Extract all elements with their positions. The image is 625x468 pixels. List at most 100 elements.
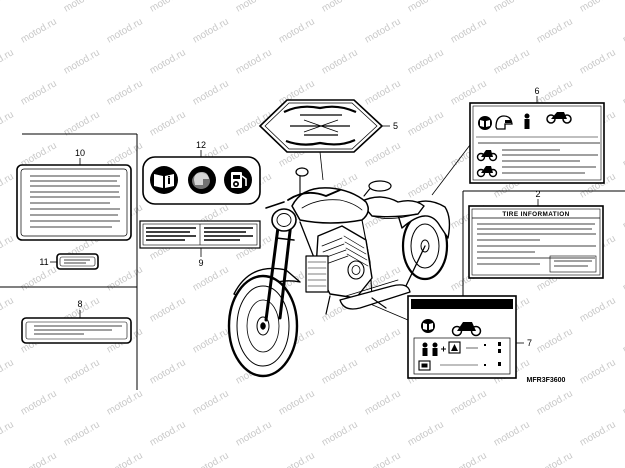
callout-9: 10 bbox=[75, 148, 85, 158]
label-10[interactable] bbox=[139, 220, 261, 249]
watermark-text: motod.ru bbox=[363, 16, 403, 45]
watermark-text: motod.ru bbox=[363, 140, 403, 169]
watermark-text: motod.ru bbox=[449, 450, 489, 468]
watermark-text: motod.ru bbox=[578, 0, 618, 15]
watermark-text: motod.ru bbox=[234, 419, 274, 448]
watermark-text: motod.ru bbox=[320, 419, 360, 448]
callout-8: 8 bbox=[77, 299, 82, 309]
person-icon bbox=[422, 342, 438, 356]
book-info-icon bbox=[421, 319, 435, 333]
motorcycle-drawing bbox=[227, 167, 451, 378]
watermark-text: motod.ru bbox=[578, 357, 618, 386]
motorcycle-icon bbox=[451, 322, 482, 337]
watermark-text: motod.ru bbox=[449, 16, 489, 45]
watermark-text: motod.ru bbox=[191, 16, 231, 45]
helmet-icon bbox=[188, 166, 216, 194]
watermark-text: motod.ru bbox=[621, 78, 625, 107]
watermark-text: motod.ru bbox=[535, 326, 575, 355]
watermark-text: motod.ru bbox=[62, 419, 102, 448]
watermark-text: motod.ru bbox=[0, 0, 16, 15]
watermark-text: motod.ru bbox=[621, 202, 625, 231]
watermark-text: motod.ru bbox=[105, 388, 145, 417]
watermark-text: motod.ru bbox=[578, 47, 618, 76]
watermark-text: motod.ru bbox=[148, 109, 188, 138]
label-7[interactable] bbox=[407, 295, 517, 379]
fuel-pump-icon bbox=[224, 166, 252, 194]
watermark-text: motod.ru bbox=[191, 78, 231, 107]
motorcycle-icon bbox=[476, 150, 498, 178]
watermark-text: motod.ru bbox=[148, 295, 188, 324]
watermark-text: motod.ru bbox=[492, 0, 532, 15]
label-5[interactable] bbox=[258, 99, 384, 153]
motorcycle-icon bbox=[546, 112, 572, 124]
watermark-text: motod.ru bbox=[62, 47, 102, 76]
luggage-icon bbox=[448, 341, 461, 354]
person-icon bbox=[524, 113, 530, 129]
watermark-text: motod.ru bbox=[148, 357, 188, 386]
diagram-code: MFR3F3600 bbox=[527, 377, 566, 384]
watermark-text: motod.ru bbox=[320, 47, 360, 76]
watermark-text: motod.ru bbox=[148, 419, 188, 448]
label-8[interactable] bbox=[21, 317, 132, 344]
callout-12: 12 bbox=[196, 140, 206, 150]
watermark-text: motod.ru bbox=[363, 326, 403, 355]
label-11[interactable] bbox=[56, 253, 99, 270]
watermark-text: motod.ru bbox=[406, 171, 446, 200]
callout-2: 2 bbox=[535, 189, 540, 199]
watermark-text: motod.ru bbox=[105, 450, 145, 468]
watermark-text: motod.ru bbox=[191, 264, 231, 293]
watermark-text: motod.ru bbox=[363, 450, 403, 468]
watermark-text: motod.ru bbox=[621, 140, 625, 169]
watermark-text: motod.ru bbox=[62, 357, 102, 386]
watermark-text: motod.ru bbox=[19, 78, 59, 107]
weight-icon bbox=[484, 342, 501, 366]
watermark-text: motod.ru bbox=[19, 450, 59, 468]
watermark-text: motod.ru bbox=[234, 0, 274, 15]
watermark-text: motod.ru bbox=[148, 0, 188, 15]
watermark-text: motod.ru bbox=[191, 388, 231, 417]
watermark-text: motod.ru bbox=[105, 78, 145, 107]
watermark-text: motod.ru bbox=[234, 47, 274, 76]
watermark-text: motod.ru bbox=[19, 16, 59, 45]
watermark-text: motod.ru bbox=[406, 419, 446, 448]
watermark-text: motod.ru bbox=[578, 419, 618, 448]
watermark-text: motod.ru bbox=[0, 419, 16, 448]
label-2[interactable]: TIRE INFORMATION bbox=[468, 205, 604, 279]
watermark-text: motod.ru bbox=[105, 264, 145, 293]
watermark-text: motod.ru bbox=[191, 450, 231, 468]
bag-icon bbox=[418, 360, 431, 371]
watermark-text: motod.ru bbox=[406, 47, 446, 76]
label-9[interactable] bbox=[16, 164, 132, 241]
watermark-text: motod.ru bbox=[62, 0, 102, 15]
watermark-text: motod.ru bbox=[535, 450, 575, 468]
watermark-text: motod.ru bbox=[0, 357, 16, 386]
watermark-text: motod.ru bbox=[406, 109, 446, 138]
watermark-text: motod.ru bbox=[277, 16, 317, 45]
watermark-text: motod.ru bbox=[277, 388, 317, 417]
watermark-text: motod.ru bbox=[105, 16, 145, 45]
watermark-text: motod.ru bbox=[148, 47, 188, 76]
callout-10: 9 bbox=[198, 258, 203, 268]
watermark-text: motod.ru bbox=[0, 171, 16, 200]
watermark-text: motod.ru bbox=[406, 0, 446, 15]
watermark-text: motod.ru bbox=[449, 388, 489, 417]
watermark-text: motod.ru bbox=[0, 233, 16, 262]
book-info-icon bbox=[150, 166, 178, 194]
frame-lines bbox=[0, 133, 625, 390]
watermark-text: motod.ru bbox=[578, 295, 618, 324]
label-12[interactable] bbox=[142, 156, 261, 205]
book-info-icon bbox=[478, 116, 492, 130]
label-6[interactable] bbox=[469, 102, 605, 184]
watermark-text: motod.ru bbox=[191, 326, 231, 355]
watermark-text: motod.ru bbox=[0, 295, 16, 324]
watermark-text: motod.ru bbox=[621, 264, 625, 293]
watermark-text: motod.ru bbox=[0, 47, 16, 76]
watermark-text: motod.ru bbox=[320, 0, 360, 15]
watermark-text: motod.ru bbox=[621, 326, 625, 355]
watermark-text: motod.ru bbox=[277, 450, 317, 468]
watermark-text: motod.ru bbox=[0, 109, 16, 138]
callout-11: 11 bbox=[39, 257, 48, 267]
watermark-text: motod.ru bbox=[320, 357, 360, 386]
watermark-text: motod.ru bbox=[621, 388, 625, 417]
